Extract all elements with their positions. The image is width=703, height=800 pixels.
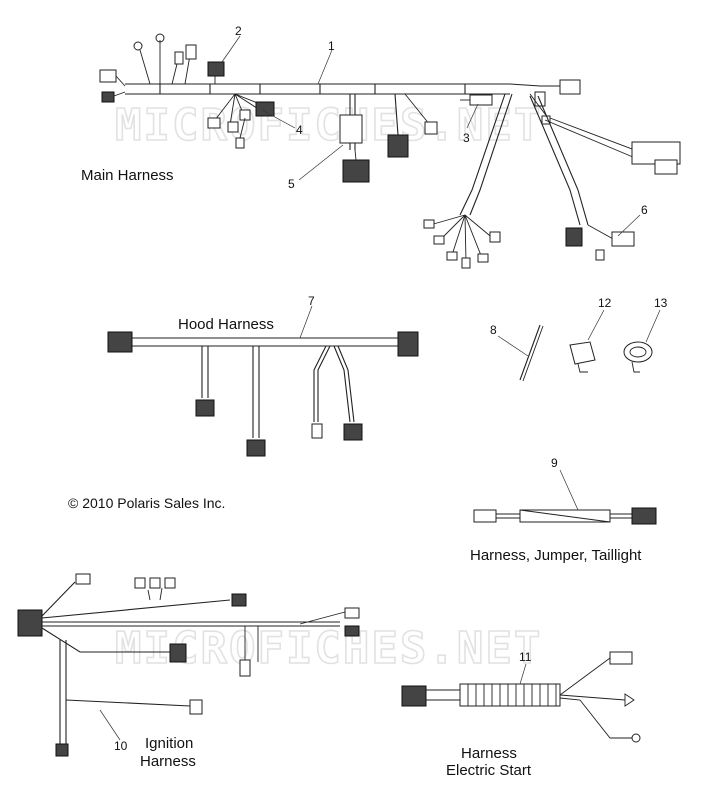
connector [99, 69, 117, 83]
title-ignition-line-2: Harness [140, 753, 196, 770]
callout-13: 13 [654, 296, 668, 310]
connector [195, 399, 215, 417]
callout-11: 11 [519, 650, 532, 664]
callout-3: 3 [463, 131, 470, 145]
connector [401, 685, 427, 707]
callout-12: 12 [598, 296, 612, 310]
callout-9: 9 [551, 456, 558, 470]
copyright: © 2010 Polaris Sales Inc. [68, 495, 225, 511]
callout-4: 4 [296, 123, 303, 137]
title-taillight-jumper: Harness, Jumper, Taillight [470, 547, 642, 564]
main-harness [99, 33, 681, 269]
connector [246, 439, 266, 457]
ignition-harness [17, 573, 360, 757]
connector [473, 509, 497, 523]
watermark-upper: MICROFICHES.NET [115, 100, 542, 151]
callout-1: 1 [328, 39, 335, 53]
taillight-jumper-harness [473, 469, 657, 525]
title-ignition-line-1: Ignition [145, 735, 193, 752]
small-parts [497, 309, 661, 382]
connector [609, 651, 633, 665]
connector [559, 79, 581, 95]
callout-7: 7 [308, 294, 315, 308]
connector [107, 331, 133, 353]
title-electric-start-line-1: Harness [461, 745, 517, 762]
connector [101, 91, 115, 103]
callout-5: 5 [288, 177, 295, 191]
connector [17, 609, 43, 637]
connector [207, 61, 225, 77]
title-main-harness: Main Harness [81, 167, 174, 184]
callout-8: 8 [490, 323, 497, 337]
connector [631, 507, 657, 525]
title-hood-harness: Hood Harness [178, 316, 274, 333]
hood-harness [107, 305, 419, 457]
callout-10: 10 [114, 739, 128, 753]
clamp [623, 341, 653, 363]
connector [397, 331, 419, 357]
title-electric-start-line-2: Electric Start [446, 762, 532, 779]
connector [342, 159, 370, 183]
callout-2: 2 [235, 24, 242, 38]
callout-6: 6 [641, 203, 648, 217]
connector [565, 227, 583, 247]
connector [343, 423, 363, 441]
cable-tie [519, 324, 541, 381]
electric-start-harness [401, 651, 641, 743]
clip [569, 341, 596, 365]
